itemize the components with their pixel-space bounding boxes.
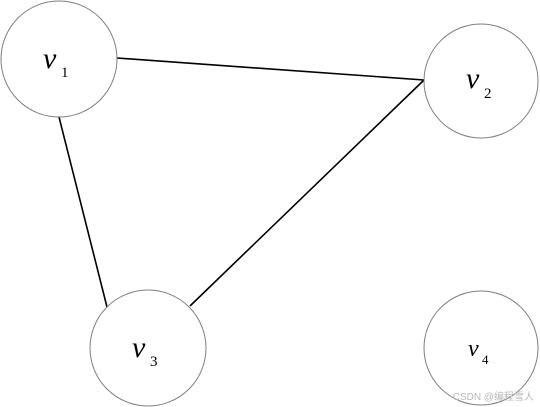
node-v3: v 3 [89, 289, 207, 407]
node-v1-label: v [43, 42, 57, 75]
edge-v2-v3 [189, 79, 425, 307]
node-v2-circle [423, 23, 539, 139]
edges-layer [58, 57, 425, 312]
node-v2-subscript: 2 [484, 86, 492, 102]
node-v1: v 1 [0, 0, 118, 118]
node-v4-label: v [468, 336, 479, 362]
node-v1-subscript: 1 [61, 65, 69, 81]
node-v4: v 4 [423, 290, 539, 406]
node-v3-subscript: 3 [150, 354, 158, 370]
node-v3-label: v [132, 331, 146, 364]
node-v4-subscript: 4 [482, 352, 489, 367]
edge-v1-v2 [116, 57, 425, 81]
node-v4-circle [423, 290, 539, 406]
node-v2-label: v [466, 62, 480, 95]
node-v1-circle [0, 0, 118, 118]
node-v2: v 2 [423, 23, 539, 139]
node-v3-circle [89, 289, 207, 407]
edge-v1-v3 [58, 116, 109, 312]
watermark-text: CSDN @编程雪人 [452, 392, 534, 403]
